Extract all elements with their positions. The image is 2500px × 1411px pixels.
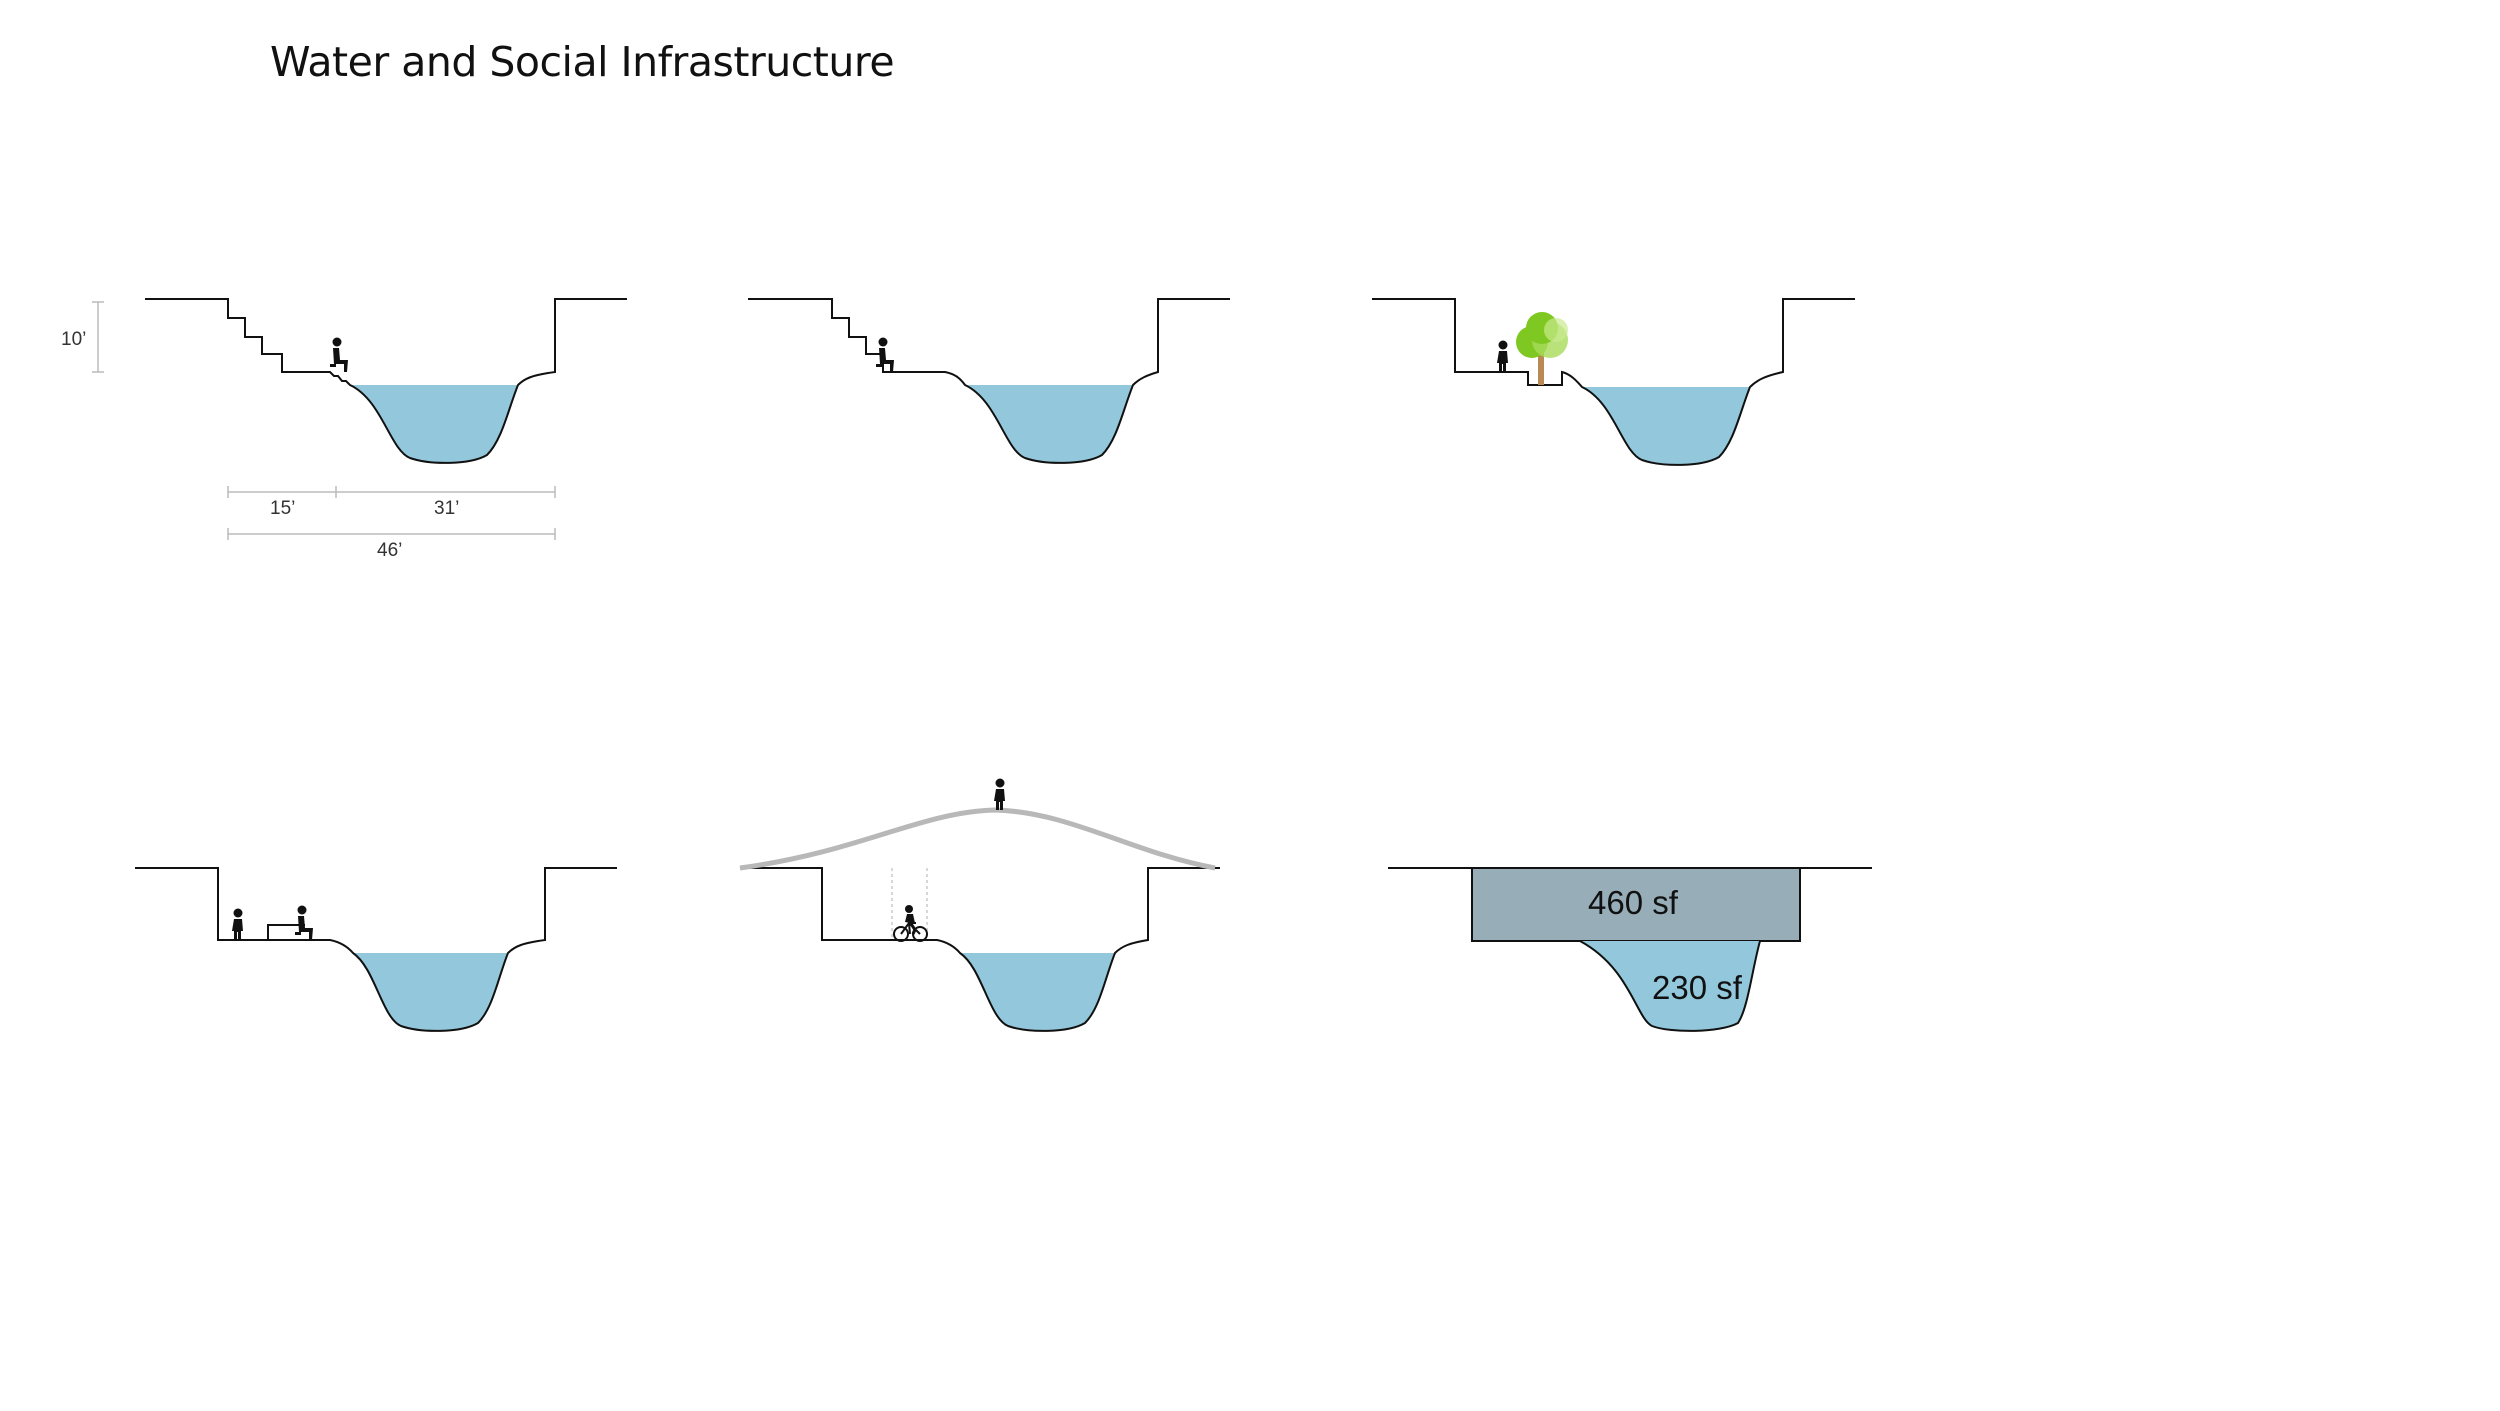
section-5 <box>739 778 1220 1032</box>
tree-icon <box>1516 312 1568 385</box>
section-2-water <box>965 385 1133 463</box>
walking-person-icon <box>232 908 243 940</box>
section-6-profile <box>1388 867 1872 1032</box>
bridge-arc <box>739 807 1216 871</box>
section-1-profile <box>145 298 627 464</box>
section-2-profile <box>748 298 1230 464</box>
section-3-profile <box>1372 298 1855 466</box>
section-3 <box>1372 298 1855 466</box>
section-6: 460 sf 230 sf <box>1388 867 1872 1032</box>
bench <box>267 924 305 940</box>
dimension-width-right-label: 31’ <box>434 498 459 519</box>
walking-person-icon <box>994 778 1005 810</box>
area-upper-label: 460 sf <box>1588 884 1679 921</box>
area-upper-block <box>1471 867 1801 942</box>
dimension-height-label: 10’ <box>61 329 86 350</box>
area-lower-water <box>1580 941 1760 1031</box>
area-lower-label: 230 sf <box>1652 969 1743 1006</box>
walking-person-icon <box>1497 340 1508 372</box>
seated-person-icon <box>295 905 313 940</box>
section-4-profile <box>135 867 617 1032</box>
dimension-width-left-label: 15’ <box>270 498 295 519</box>
section-5-water <box>960 953 1115 1031</box>
page-title: Water and Social Infrastructure <box>270 38 895 86</box>
section-4 <box>135 867 617 1032</box>
seated-person-icon <box>330 337 348 372</box>
section-3-water <box>1582 387 1750 465</box>
section-2 <box>748 298 1230 464</box>
section-5-profile <box>740 867 1220 1032</box>
section-4-water <box>353 953 508 1031</box>
section-1-water <box>350 385 518 463</box>
dimension-widths: 15’ 31’ 46’ <box>227 486 556 561</box>
dimension-height: 10’ <box>61 301 104 373</box>
dimension-width-total-label: 46’ <box>377 540 402 561</box>
section-1: 10’ 15’ 31’ 46’ <box>61 298 627 561</box>
cyclist-icon <box>892 903 929 943</box>
